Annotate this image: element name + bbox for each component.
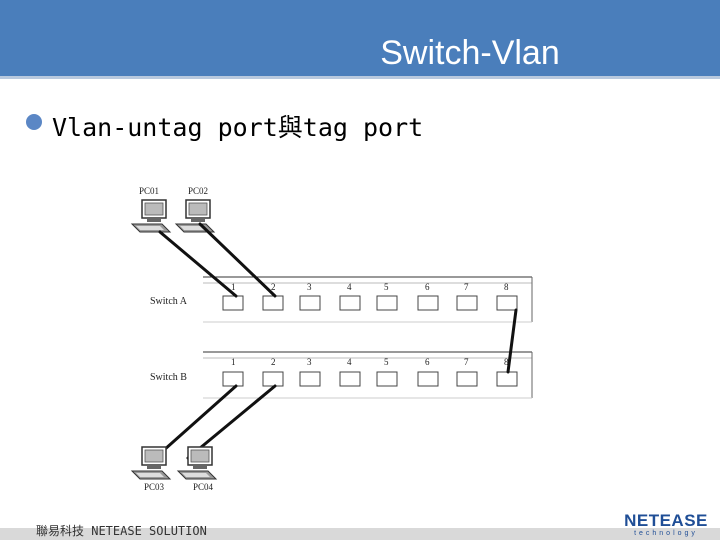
slide-title: Switch-Vlan xyxy=(380,34,560,72)
switch-a-port-number: 6 xyxy=(425,282,430,292)
switch-b-port xyxy=(222,371,244,387)
pc04-label: PC04 xyxy=(193,482,214,492)
footer-bar xyxy=(0,528,720,540)
switch-a-port xyxy=(456,295,478,311)
switch-a-port-number: 3 xyxy=(307,282,312,292)
switch-b-port-numbers: 1 2 3 4 5 6 7 8 xyxy=(231,357,509,367)
network-cables xyxy=(153,222,518,460)
cable-pc03-switch-b-port1 xyxy=(153,384,238,460)
switch-a-port xyxy=(262,295,284,311)
switch-a-port-number: 1 xyxy=(231,282,236,292)
switch-a-port-number: 7 xyxy=(464,282,469,292)
switch-b-port xyxy=(262,371,284,387)
switch-a-port-numbers: 1 2 3 4 5 6 7 8 xyxy=(231,282,509,292)
switch-b-port-number: 2 xyxy=(271,357,276,367)
switch-b-port xyxy=(456,371,478,387)
switch-a-port xyxy=(376,295,398,311)
logo-sub-text: technology xyxy=(634,530,698,537)
slide-subtitle: Vlan-untag port與tag port xyxy=(52,113,424,142)
cable-pc01-switch-a-port1 xyxy=(158,230,238,298)
switch-b xyxy=(203,351,533,399)
switch-b-port xyxy=(417,371,439,387)
switch-b-port xyxy=(496,371,518,387)
switch-a-port xyxy=(496,295,518,311)
switch-a-port-number: 2 xyxy=(271,282,276,292)
pc03-label: PC03 xyxy=(144,482,165,492)
switch-b-port-number: 4 xyxy=(347,357,352,367)
switch-a-port xyxy=(299,295,321,311)
switch-b-port-number: 6 xyxy=(425,357,430,367)
pc02-icon xyxy=(175,199,215,233)
header-divider xyxy=(0,76,720,79)
header-bar xyxy=(0,0,720,76)
switch-a-label: Switch A xyxy=(150,296,188,307)
switch-b-port xyxy=(376,371,398,387)
cable-pc04-switch-b-port2 xyxy=(186,384,277,460)
switch-a-port xyxy=(339,295,361,311)
switch-b-port xyxy=(299,371,321,387)
switch-a-ports xyxy=(222,295,518,311)
switch-b-port-number: 8 xyxy=(504,357,509,367)
logo-main-text: NETEASE xyxy=(624,511,708,530)
switch-a-port-number: 4 xyxy=(347,282,352,292)
bullet-icon xyxy=(26,114,42,130)
pc02-label: PC02 xyxy=(188,186,208,196)
switch-b-port-number: 5 xyxy=(384,357,389,367)
switch-a-port xyxy=(222,295,244,311)
netease-logo: NETEASE technology xyxy=(624,512,708,538)
pc01-label: PC01 xyxy=(139,186,159,196)
switch-b-port-number: 7 xyxy=(464,357,469,367)
cable-trunk-port8 xyxy=(506,308,518,374)
switch-b-ports xyxy=(222,371,518,387)
pc04-icon xyxy=(177,446,217,480)
switch-b-label: Switch B xyxy=(150,372,187,383)
footer-company: 聯易科技 NETEASE SOLUTION xyxy=(36,524,207,538)
switch-a-port-number: 8 xyxy=(504,282,509,292)
cable-pc02-switch-a-port2 xyxy=(198,222,277,298)
switch-a-port-number: 5 xyxy=(384,282,389,292)
pc01-icon xyxy=(131,199,171,233)
switch-b-port xyxy=(339,371,361,387)
switch-a-port xyxy=(417,295,439,311)
pc03-icon xyxy=(131,446,171,480)
switch-a xyxy=(203,276,533,323)
switch-b-port-number: 3 xyxy=(307,357,312,367)
switch-b-port-number: 1 xyxy=(231,357,236,367)
